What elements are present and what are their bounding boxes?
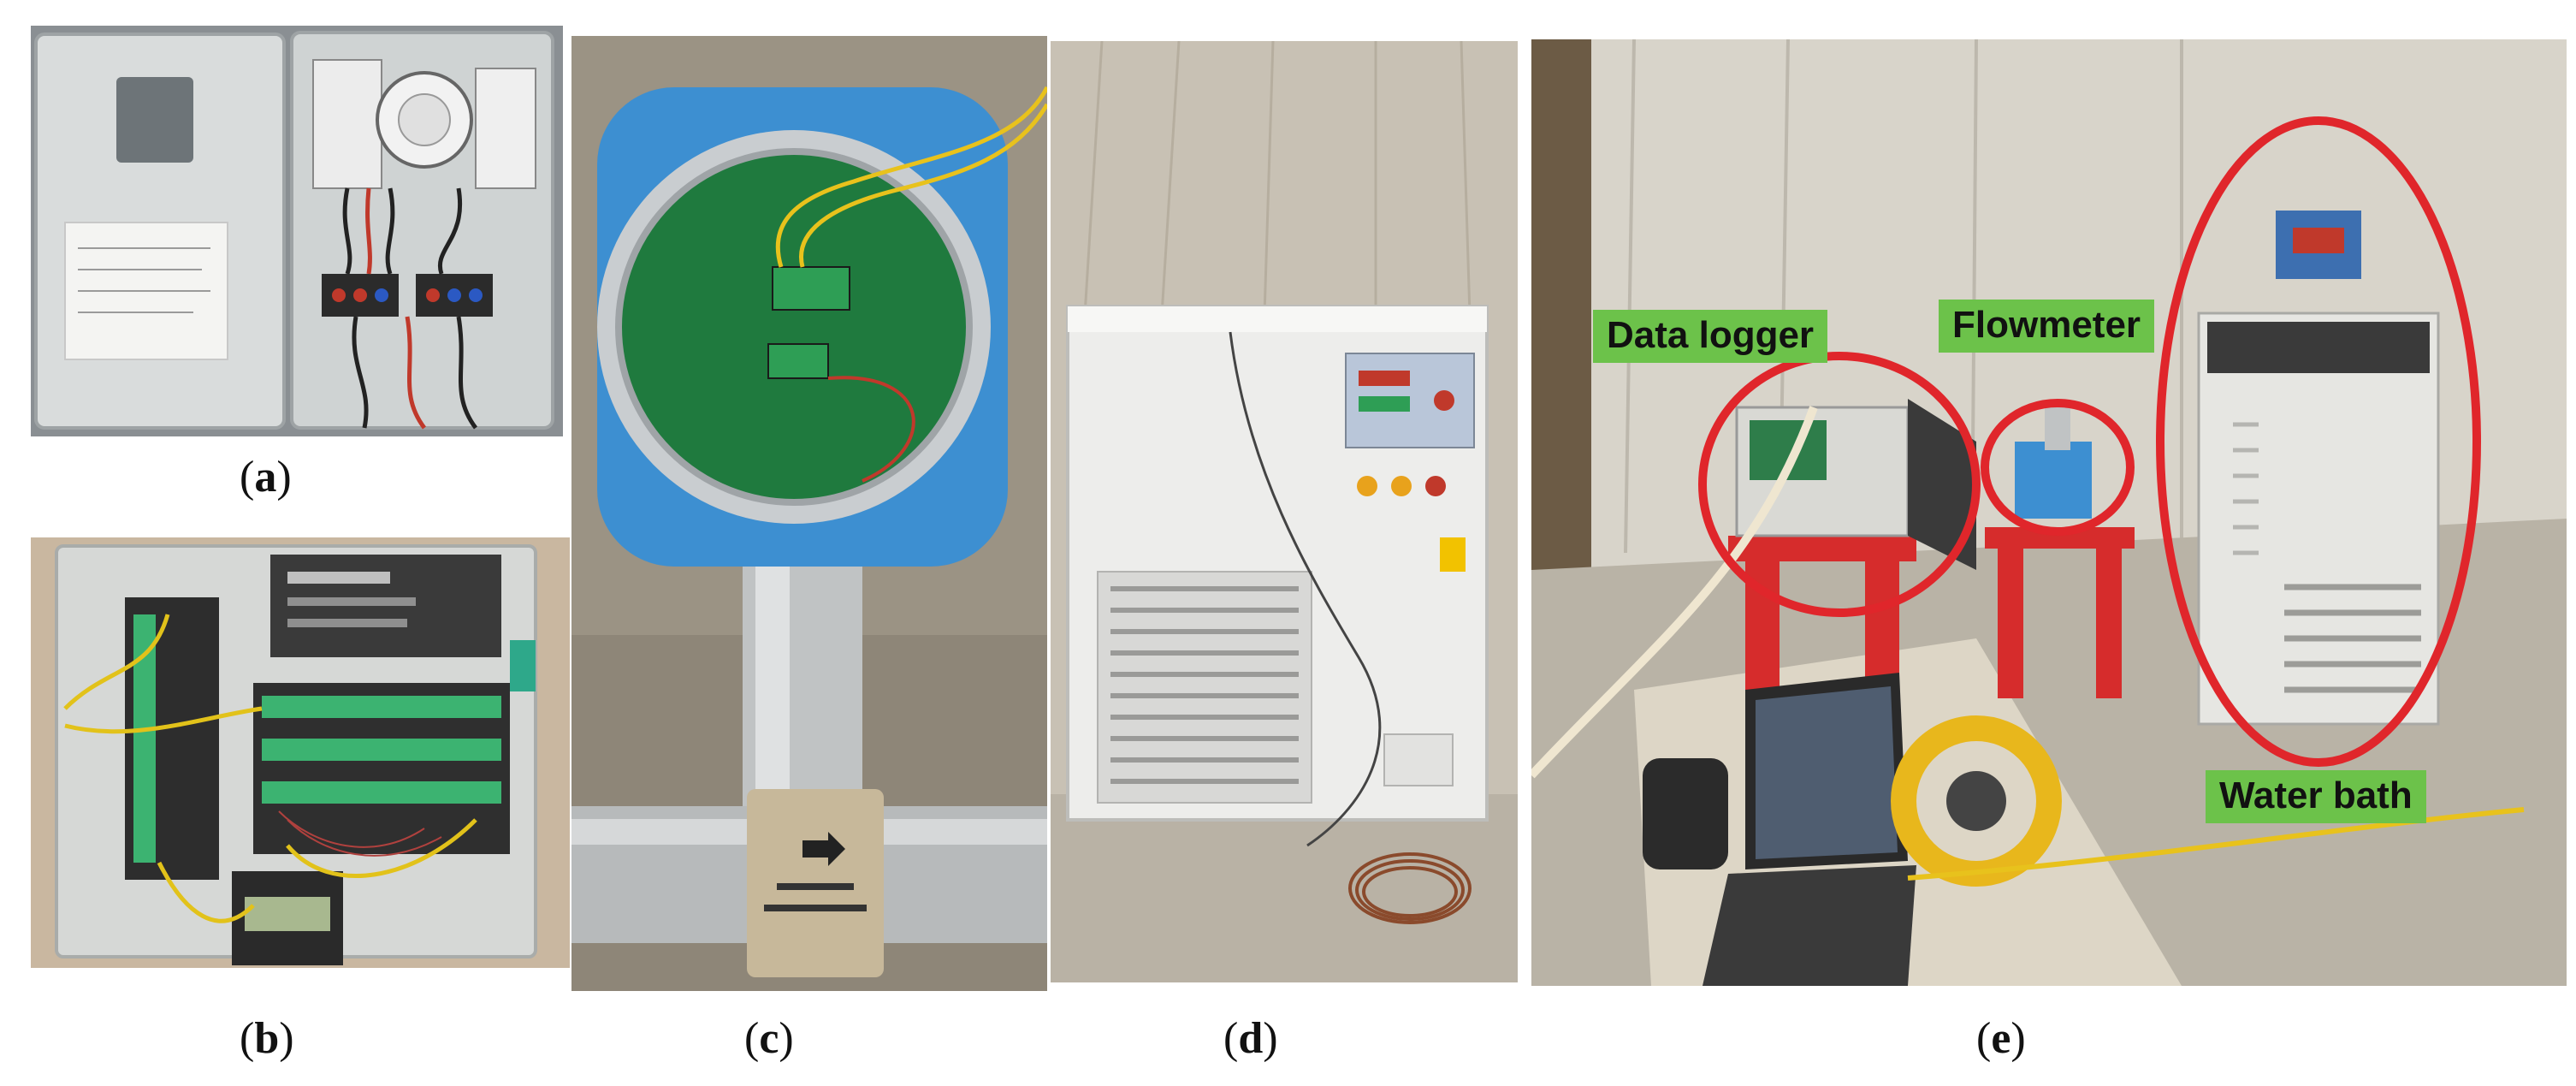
photo-field-test-setup [1531,39,2567,986]
caption-panel-b: (b) [240,1014,294,1063]
caption-panel-a: (a) [240,453,292,501]
photo-chiller-unit [1051,41,1518,982]
photo-data-logger-enclosure [31,537,570,968]
label-data-logger: Data logger [1593,310,1828,363]
photo-turbine-flowmeter [571,36,1047,991]
label-water-bath: Water bath [2206,770,2426,823]
label-flowmeter: Flowmeter [1939,300,2155,353]
caption-panel-c: (c) [744,1014,794,1063]
photo-control-box [31,26,563,436]
caption-panel-e: (e) [1976,1014,2026,1063]
caption-panel-d: (d) [1223,1014,1278,1063]
